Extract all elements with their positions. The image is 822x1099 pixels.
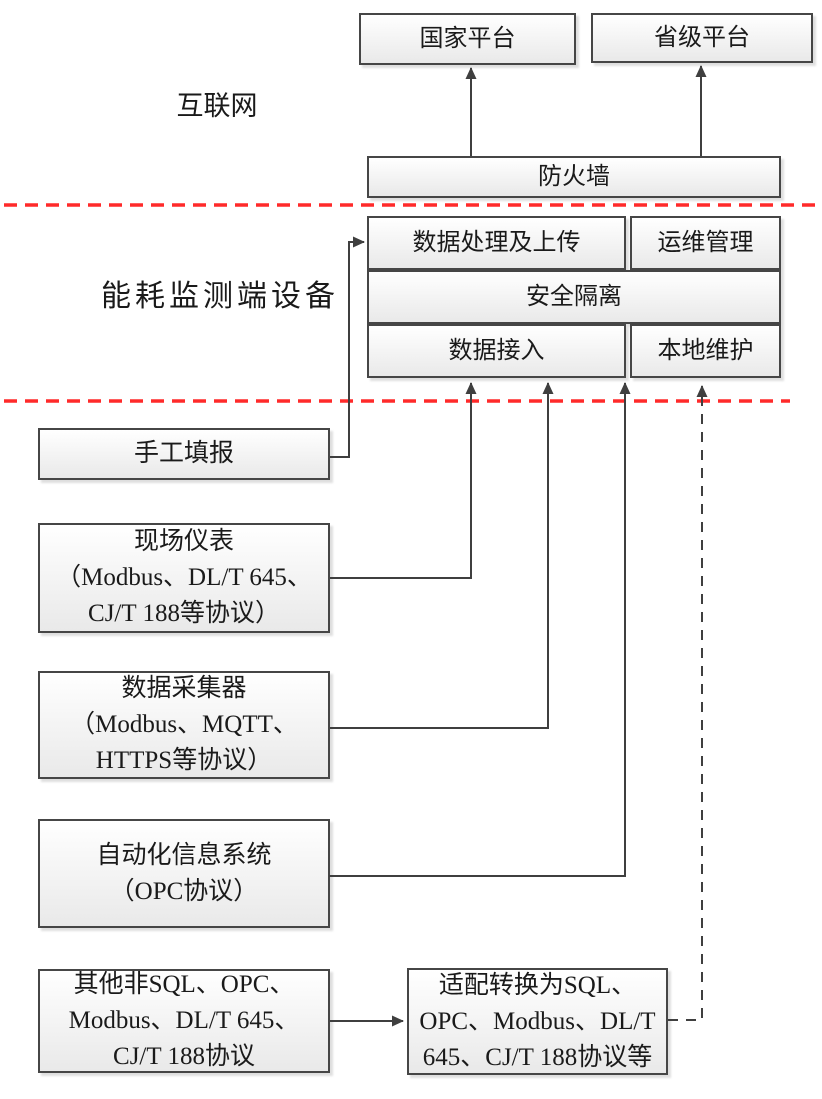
box-label: HTTPS等协议） [95,747,273,774]
box-label: CJ/T 188协议 [113,1043,255,1070]
box-label: 国家平台 [419,26,516,52]
manual-entry-box: 手工填报 [38,428,330,480]
box-label: 现场仪表 [133,528,234,555]
box-label: （OPC协议） [109,877,259,905]
box-label: 645、CJ/T 188协议等 [422,1043,653,1071]
security-isolation-box: 安全隔离 [367,270,781,324]
box-label: 数据采集器 [121,675,247,702]
arrow-data-collector-to-data-access [330,382,554,729]
box-label: 防火墙 [538,164,610,190]
field-instruments-box: 现场仪表 （Modbus、DL/T 645、 CJ/T 188等协议） [38,523,330,633]
box-label: 数据接入 [448,338,545,364]
box-label: 运维管理 [657,230,754,256]
arrow-adapter-to-local-maintenance [668,385,708,1021]
arrow-automation-system-to-data-access [329,382,631,877]
firewall-box: 防火墙 [367,156,781,198]
box-label: 适配转换为SQL、 [438,971,637,999]
data-collector-box: 数据采集器 （Modbus、MQTT、 HTTPS等协议） [38,671,330,779]
other-protocols-box: 其他非SQL、OPC、 Modbus、DL/T 645、 CJ/T 188协议 [38,969,330,1073]
data-access-box: 数据接入 [367,324,626,378]
internet-zone-label: 互联网 [176,91,258,121]
provincial-platform-box: 省级平台 [591,13,813,63]
protocol-adapter-box: 适配转换为SQL、 OPC、Modbus、DL/T 645、CJ/T 188协议… [407,968,668,1075]
box-label: Modbus、DL/T 645、 [68,1007,300,1034]
box-label: 数据处理及上传 [412,230,581,256]
box-label: OPC、Modbus、DL/T [419,1007,656,1035]
box-label: 本地维护 [657,338,754,364]
device-zone-label: 能耗监测端设备 [101,280,339,313]
arrow-field-instruments-to-data-access [330,382,477,579]
automation-system-box: 自动化信息系统 （OPC协议） [38,819,330,928]
box-label: 省级平台 [654,25,750,51]
box-label: 手工填报 [133,440,234,467]
box-label: 自动化信息系统 [96,841,272,869]
data-processing-upload-box: 数据处理及上传 [367,216,626,270]
box-label: （Modbus、DL/T 645、 [56,564,312,591]
box-label: （Modbus、MQTT、 [70,711,298,738]
local-maintenance-box: 本地维护 [630,324,781,378]
national-platform-box: 国家平台 [359,13,576,65]
ops-management-box: 运维管理 [630,216,781,270]
box-label: CJ/T 188等协议） [88,600,280,627]
box-label: 安全隔离 [526,284,622,310]
box-label: 其他非SQL、OPC、 [73,971,295,998]
